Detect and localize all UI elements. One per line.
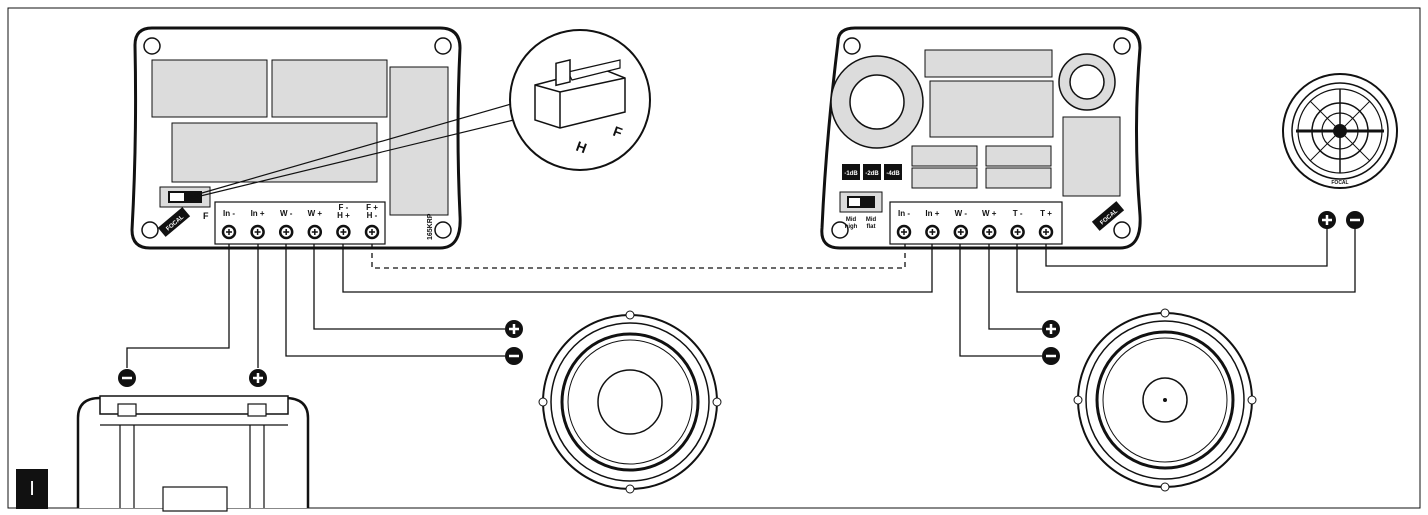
mid-switch-label: high: [845, 224, 858, 230]
component-block: [171, 122, 378, 183]
wire-w-plus: [313, 244, 505, 330]
woofer-left: [538, 310, 722, 494]
jumper-1db: -1dB: [844, 171, 858, 177]
hf-switch-knob: [170, 193, 184, 201]
terminal-label: In +: [251, 209, 265, 218]
terminal-label: H +: [337, 211, 350, 220]
wire-bridge-dashed: [371, 244, 906, 269]
mid-switch-label: Mid: [846, 217, 857, 223]
switch-3d-knob: [555, 58, 571, 87]
jumper-2db: -2dB: [865, 171, 879, 177]
terminal-label: F +: [366, 203, 378, 212]
callout-line: [187, 101, 519, 198]
component-block: [911, 145, 978, 167]
component-block: [1062, 116, 1121, 197]
terminal-block: [214, 201, 386, 245]
terminal-label: T +: [1040, 209, 1052, 218]
mount-hole: [1113, 221, 1131, 239]
wire-t-plus: [1045, 228, 1328, 267]
mid-switch-label: flat: [867, 224, 876, 230]
terminal-block: [889, 201, 1063, 245]
component-block: [911, 167, 978, 189]
component-block: [929, 80, 1054, 138]
mount-hole: [1113, 37, 1131, 55]
frame: [7, 7, 1421, 509]
terminal-label: In -: [223, 209, 235, 218]
jumper-4db: -4dB: [886, 171, 900, 177]
attenuation-jumpers: -1dB -2dB -4dB: [842, 164, 902, 180]
terminal-labels: In - In + W - W + F -H + F +H -: [221, 203, 380, 240]
component-block: [271, 59, 388, 118]
mid-switch-label: Mid: [866, 217, 877, 223]
callout-line: [187, 117, 523, 200]
terminal-label: W +: [308, 209, 323, 218]
mount-hole: [143, 37, 161, 55]
model-label: 165KRP: [427, 213, 434, 240]
wire-w-plus-right: [988, 244, 1042, 330]
component-block: [389, 66, 449, 216]
polarity-markers: [118, 211, 1364, 387]
wires: [126, 228, 1356, 368]
terminal-label: In +: [925, 209, 939, 218]
tweeter: FOCAL: [1282, 73, 1398, 189]
wire-t-minus: [1016, 228, 1356, 293]
mid-switch-knob: [849, 198, 860, 206]
terminal-label: In -: [898, 209, 910, 218]
terminal-labels: In - In + W - W + T - T +: [896, 209, 1054, 240]
terminal-label: H -: [367, 211, 378, 220]
page-tab: I: [16, 469, 48, 509]
wire-w-minus: [285, 244, 505, 357]
woofer-right: [1073, 308, 1257, 492]
wire-w-minus-right: [959, 244, 1042, 357]
mount-hole: [843, 37, 861, 55]
switch-callout: H F: [187, 29, 651, 200]
left-crossover: H F FOCAL 165KRP In -In +W -W +F -H +F +…: [130, 26, 462, 250]
component-block: [151, 59, 268, 118]
wire-in-minus: [126, 244, 230, 368]
mount-hole: [831, 221, 849, 239]
amplifier: [76, 395, 310, 512]
component-block: [924, 49, 1053, 78]
wire-bridge: [342, 244, 933, 293]
terminal-label: W -: [955, 209, 968, 218]
component-block: [985, 167, 1052, 189]
terminal-label: F -: [339, 203, 349, 212]
terminal-label: W +: [982, 209, 997, 218]
terminal-label: W -: [280, 209, 293, 218]
tweeter-brand: FOCAL: [1331, 180, 1348, 186]
mount-hole: [434, 37, 452, 55]
switch-label-f: F: [203, 211, 209, 221]
component-block: [985, 145, 1052, 167]
mount-hole: [141, 221, 159, 239]
mount-hole: [434, 221, 452, 239]
terminal-label: T -: [1013, 209, 1023, 218]
